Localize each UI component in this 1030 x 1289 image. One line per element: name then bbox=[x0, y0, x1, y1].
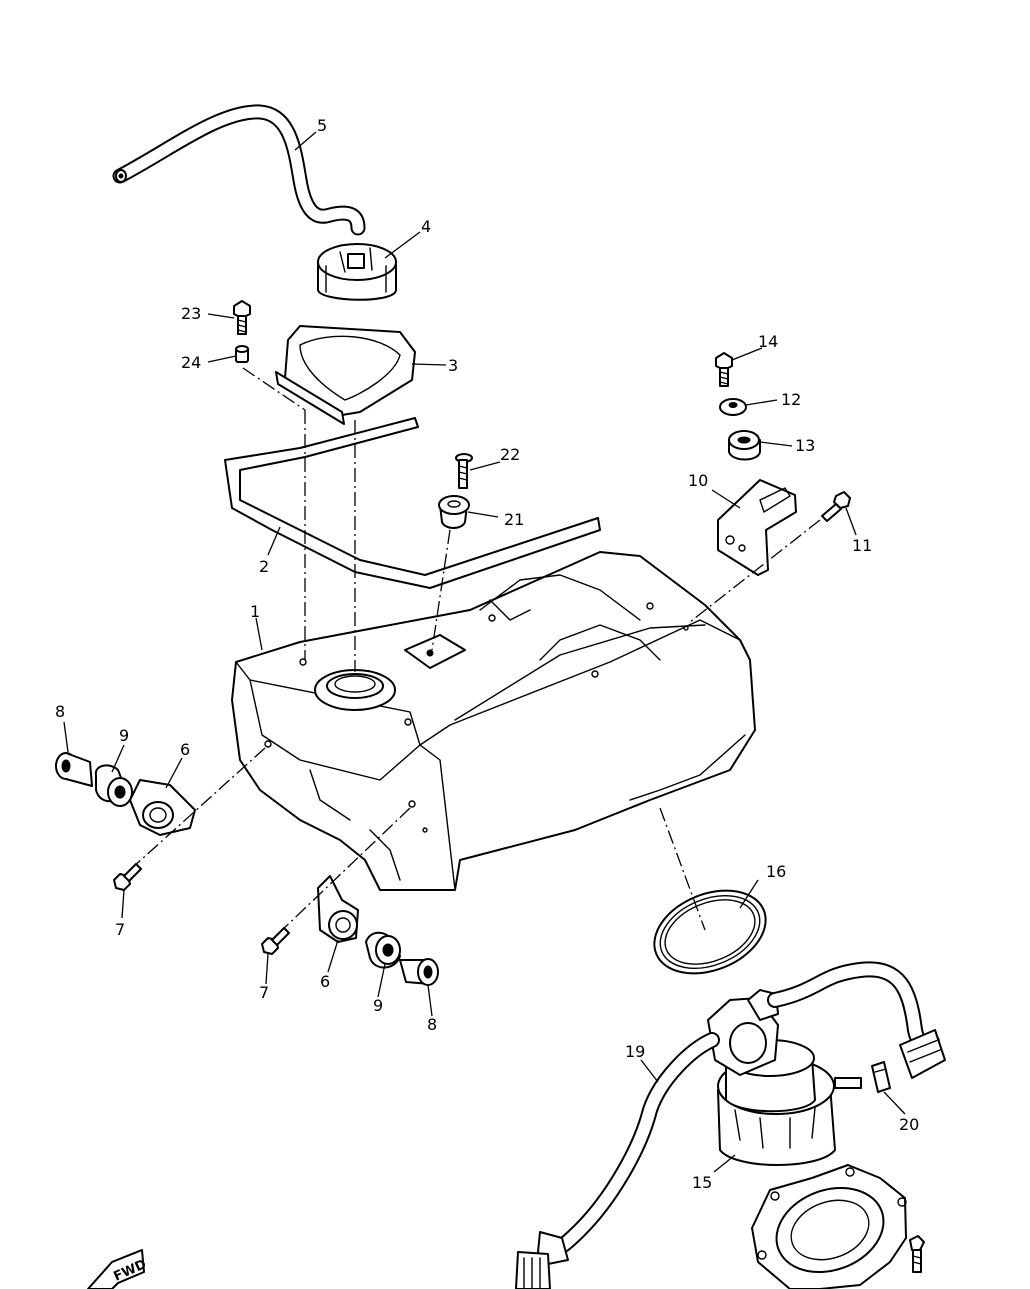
fwd-arrow-icon bbox=[87, 1249, 145, 1289]
clip-20 bbox=[871, 1061, 891, 1093]
bolt-14 bbox=[715, 352, 733, 387]
bolt-11 bbox=[821, 491, 851, 522]
callout-leader-lines bbox=[63, 131, 906, 1173]
callout-7-left: 7 bbox=[115, 920, 125, 939]
callout-9-right: 9 bbox=[373, 996, 383, 1015]
callout-6-left: 6 bbox=[180, 740, 190, 759]
callout-8-left: 8 bbox=[55, 702, 65, 721]
tank-seal-strip bbox=[224, 417, 601, 589]
bolt-23 bbox=[233, 300, 251, 335]
collar-8-left bbox=[55, 752, 93, 787]
callout-16: 16 bbox=[766, 862, 786, 881]
pump-mount-plate bbox=[751, 1164, 907, 1289]
callout-labels: 1 2 3 4 5 6 6 7 7 8 8 9 9 10 11 12 13 14… bbox=[55, 116, 919, 1192]
callout-6-right: 6 bbox=[320, 972, 330, 991]
callout-19: 19 bbox=[625, 1042, 645, 1061]
damper-9-left bbox=[94, 764, 133, 807]
callout-22: 22 bbox=[500, 445, 520, 464]
cap-gasket-plate bbox=[275, 325, 416, 425]
collar-24 bbox=[235, 345, 249, 363]
callout-23: 23 bbox=[181, 304, 201, 323]
bracket-6-left bbox=[129, 779, 196, 836]
callout-7-right: 7 bbox=[259, 983, 269, 1002]
damper-9-right bbox=[365, 931, 401, 969]
breather-hose bbox=[112, 104, 366, 236]
bolt-7-right bbox=[261, 927, 290, 955]
callout-3: 3 bbox=[448, 356, 458, 375]
washer-12 bbox=[719, 398, 747, 416]
damper-13 bbox=[728, 430, 761, 461]
callout-14: 14 bbox=[758, 332, 778, 351]
callout-13: 13 bbox=[795, 436, 815, 455]
callout-21: 21 bbox=[504, 510, 524, 529]
callout-24: 24 bbox=[181, 353, 201, 372]
callout-10: 10 bbox=[688, 471, 708, 490]
callout-2: 2 bbox=[259, 557, 269, 576]
callout-8-right: 8 bbox=[427, 1015, 437, 1034]
callout-20: 20 bbox=[899, 1115, 919, 1134]
callout-9-left: 9 bbox=[119, 726, 129, 745]
pump-plate-bolt bbox=[909, 1235, 925, 1273]
collar-8-right bbox=[399, 958, 439, 986]
callout-15: 15 bbox=[692, 1173, 712, 1192]
callout-1: 1 bbox=[250, 602, 260, 621]
bolt-7-left bbox=[113, 863, 142, 891]
callout-4: 4 bbox=[421, 217, 431, 236]
callout-12: 12 bbox=[781, 390, 801, 409]
bracket-6-right bbox=[317, 875, 359, 943]
o-ring-16 bbox=[653, 889, 767, 975]
fuel-hose-19 bbox=[515, 961, 946, 1289]
bracket-10 bbox=[717, 479, 797, 576]
grommet-21 bbox=[438, 495, 470, 529]
fuel-tank bbox=[231, 551, 756, 891]
fuel-pump-15 bbox=[707, 989, 862, 1166]
screw-22 bbox=[455, 453, 473, 489]
callout-5: 5 bbox=[317, 116, 327, 135]
fuel-cap bbox=[317, 243, 397, 301]
alignment-center-lines bbox=[131, 367, 821, 933]
callout-11: 11 bbox=[852, 536, 872, 555]
